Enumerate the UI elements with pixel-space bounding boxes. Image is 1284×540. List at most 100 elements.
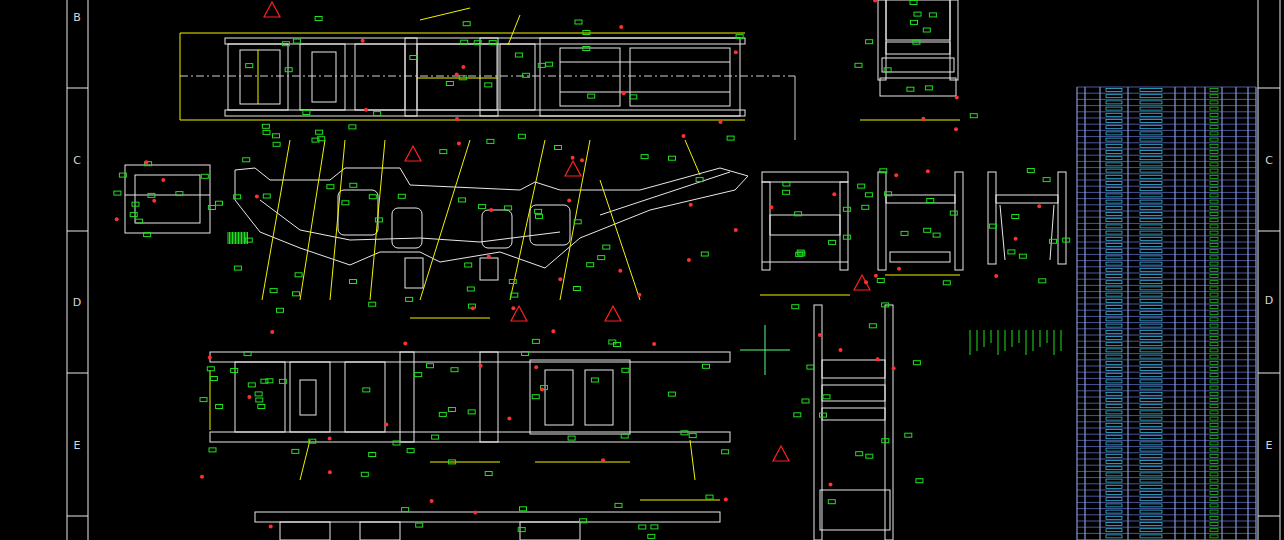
dimension-tag <box>369 302 376 306</box>
table-rule <box>1077 477 1256 478</box>
weld-mark <box>921 117 925 121</box>
dimension-tag <box>449 460 456 464</box>
table-cell <box>1140 405 1162 408</box>
dimension-tag <box>916 479 923 483</box>
dimension-tag <box>651 525 658 529</box>
dimension-tag <box>285 68 292 72</box>
table-rule <box>1077 260 1256 261</box>
dimension-tag <box>246 64 253 68</box>
table-cell <box>1140 206 1162 209</box>
hatch-line <box>244 232 245 244</box>
table-cell <box>1210 225 1218 228</box>
table-cell <box>1106 107 1122 110</box>
weld-mark <box>619 25 623 29</box>
table-cell <box>1210 324 1218 327</box>
dimension-tag <box>256 398 263 402</box>
dimension-tag <box>363 388 370 392</box>
weld-mark <box>511 306 515 310</box>
table-cell <box>1210 126 1218 129</box>
table-cell <box>1106 442 1122 445</box>
table-cell <box>1106 461 1122 464</box>
dimension-tag <box>398 194 405 198</box>
table-cell <box>1106 213 1122 216</box>
table-cell <box>1106 275 1122 278</box>
hatch-line <box>234 232 235 244</box>
hatch-line <box>991 330 992 343</box>
table-cell <box>1210 113 1218 116</box>
dimension-tag <box>615 503 622 507</box>
dimension-tag <box>461 40 468 44</box>
weld-mark <box>507 417 511 421</box>
dimension-tag <box>410 56 417 60</box>
table-cell <box>1106 163 1122 166</box>
dimension-tag <box>234 195 241 199</box>
table-cell <box>1106 200 1122 203</box>
dimension-tag <box>216 201 223 205</box>
dimension-tag <box>263 130 270 134</box>
dimension-tag <box>136 219 143 223</box>
table-rule <box>1077 279 1256 280</box>
dimension-tag <box>119 173 126 177</box>
table-rule <box>1077 378 1256 379</box>
table-cell <box>1106 144 1122 147</box>
dimension-tag <box>591 378 598 382</box>
table-rule <box>1077 341 1256 342</box>
table-rule <box>1077 211 1256 212</box>
dimension-tag <box>509 280 516 284</box>
table-cell <box>1210 349 1218 352</box>
table-cell <box>1140 95 1162 98</box>
table-cell <box>1140 268 1162 271</box>
table-cell <box>1106 504 1122 507</box>
dimension-tag <box>520 507 527 511</box>
table-rule <box>1077 372 1256 373</box>
table-cell <box>1106 138 1122 141</box>
dimension-tag <box>535 209 542 213</box>
weld-mark <box>403 342 407 346</box>
dimension-tag <box>588 94 595 98</box>
table-cell <box>1210 89 1218 92</box>
dimension-tag <box>144 233 151 237</box>
table-cell <box>1106 411 1122 414</box>
table-cell <box>1210 368 1218 371</box>
table-cell <box>1210 504 1218 507</box>
zone-letter: D <box>72 296 82 309</box>
dimension-tag <box>583 47 590 51</box>
table-cell <box>1140 101 1162 104</box>
weld-mark <box>489 208 493 212</box>
table-cell <box>1140 343 1162 346</box>
table-cell <box>1140 256 1162 259</box>
table-rule <box>1077 502 1256 503</box>
weld-mark <box>894 173 898 177</box>
dimension-tag <box>829 240 836 244</box>
table-cell <box>1106 318 1122 321</box>
hatch-line <box>984 330 985 347</box>
table-cell <box>1140 485 1162 488</box>
dimension-tag <box>1012 215 1019 219</box>
table-cell <box>1210 287 1218 290</box>
dimension-tag <box>148 193 155 197</box>
table-cell <box>1140 374 1162 377</box>
table-cell <box>1140 175 1162 178</box>
table-cell <box>1106 529 1122 532</box>
dimension-tag <box>802 399 809 403</box>
table-cell <box>1140 498 1162 501</box>
dimension-tag <box>929 13 936 17</box>
dimension-tag <box>440 150 447 154</box>
table-cell <box>1140 151 1162 154</box>
dimension-tag <box>882 303 889 307</box>
dimension-tag <box>865 193 872 197</box>
table-cell <box>1140 262 1162 265</box>
table-rule <box>1077 434 1256 435</box>
dimension-tag <box>1043 178 1050 182</box>
dimension-tag <box>843 207 850 211</box>
weld-mark <box>551 329 555 333</box>
dimension-tag <box>923 28 930 32</box>
dimension-tag <box>427 364 434 368</box>
table-rule <box>1077 359 1256 360</box>
table-cell <box>1106 343 1122 346</box>
weld-mark <box>622 91 626 95</box>
table-rule <box>1077 366 1256 367</box>
dimension-tag <box>292 449 299 453</box>
table-cell <box>1140 330 1162 333</box>
table-rule <box>1077 235 1256 236</box>
